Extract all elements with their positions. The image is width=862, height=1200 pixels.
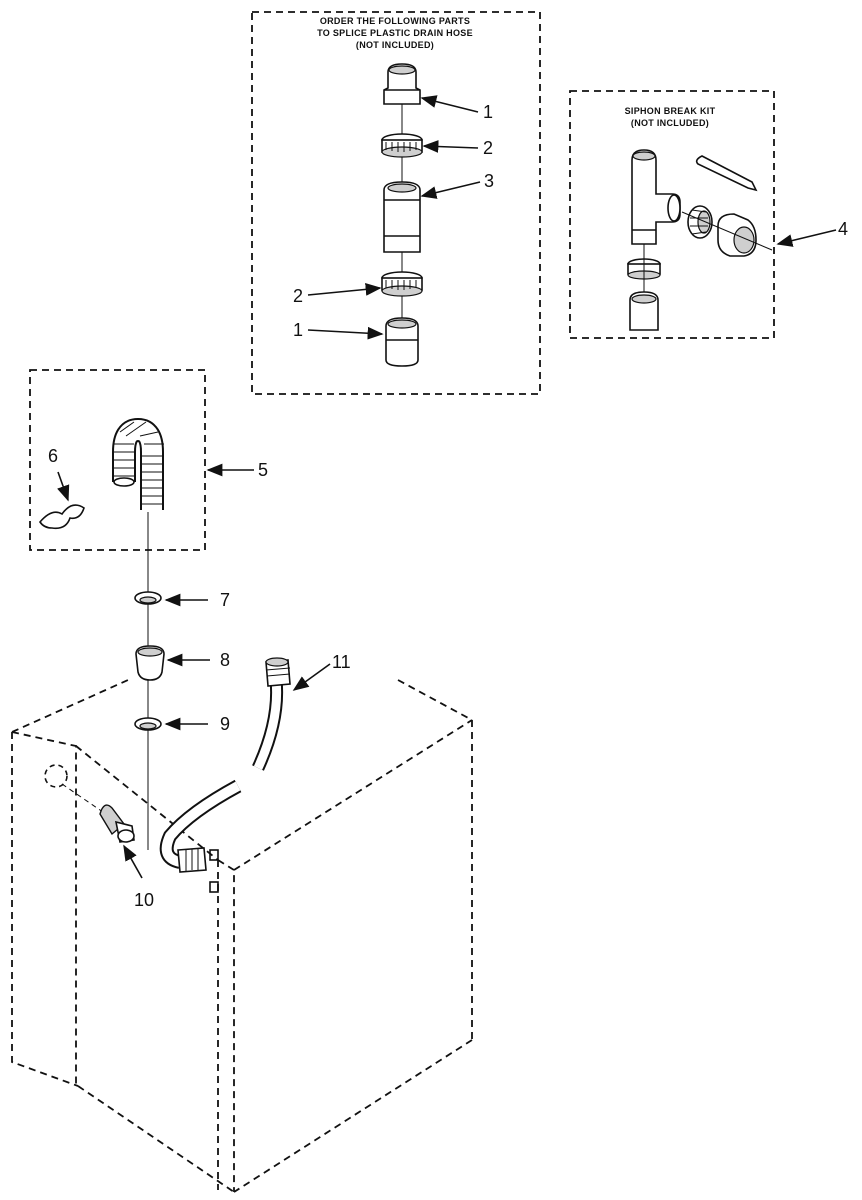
callout-4: 4 — [838, 219, 848, 239]
clamp-bottom-part — [381, 271, 423, 297]
callout-9: 9 — [220, 714, 230, 734]
callout-2-top: 2 — [483, 138, 493, 158]
splice-kit-caption-line2: TO SPLICE PLASTIC DRAIN HOSE — [317, 28, 473, 38]
callout-8: 8 — [220, 650, 230, 670]
clamp-9-part — [134, 717, 162, 731]
tee-fitting-part — [631, 149, 681, 245]
splice-tube-part — [383, 181, 421, 253]
siphon-break-kit-box: SIPHON BREAK KIT (NOT INCLUDED) — [569, 90, 775, 339]
callout-1-top: 1 — [483, 102, 493, 122]
connector-top-part — [383, 63, 421, 105]
callout-7: 7 — [220, 590, 230, 610]
connector-8-part — [135, 645, 165, 681]
drain-hose-part — [112, 417, 164, 510]
hose-11-part — [252, 657, 291, 771]
siphon-connector-bottom-part — [629, 291, 659, 331]
callout-11: 11 — [332, 652, 351, 672]
callout-2-bottom: 2 — [293, 286, 303, 306]
callout-3: 3 — [484, 171, 494, 191]
siphon-kit-caption-line1: SIPHON BREAK KIT — [625, 106, 716, 116]
elbow-10-part — [61, 783, 135, 843]
clamp-7-part — [134, 591, 162, 605]
washer-cabinet — [11, 679, 473, 1193]
callout-6: 6 — [48, 446, 58, 466]
callout-10: 10 — [134, 890, 154, 910]
siphon-kit-caption-line2: (NOT INCLUDED) — [631, 118, 709, 128]
splice-kit-caption-line3: (NOT INCLUDED) — [356, 40, 434, 50]
callout-5: 5 — [258, 460, 268, 480]
drain-hose-box: 6 — [29, 369, 206, 551]
internal-drain-hose — [159, 779, 242, 873]
hose-clip-part — [38, 504, 85, 530]
callout-1-bottom: 1 — [293, 320, 303, 340]
splice-kit-caption-line1: ORDER THE FOLLOWING PARTS — [320, 16, 470, 26]
splice-kit-box: ORDER THE FOLLOWING PARTS TO SPLICE PLAS… — [251, 11, 541, 395]
siphon-clamp-right-part — [687, 205, 713, 239]
connector-bottom-part — [385, 317, 419, 367]
siphon-tube-part — [695, 155, 758, 192]
clamp-top-part — [381, 133, 423, 158]
